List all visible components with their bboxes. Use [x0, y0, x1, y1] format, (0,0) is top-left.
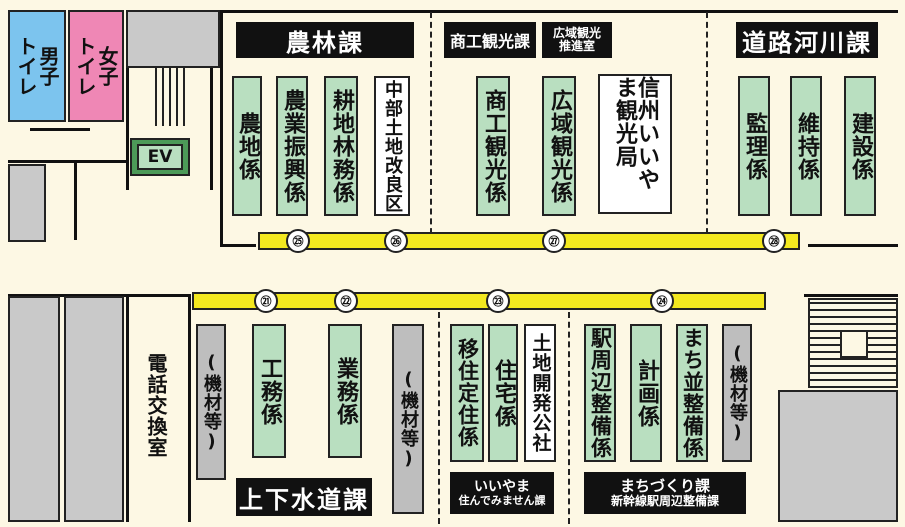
wall-segment	[220, 10, 223, 246]
section-desk: 広域観光係	[542, 76, 576, 216]
dept-doro: 道路河川課	[736, 22, 878, 58]
wall-segment	[30, 128, 90, 131]
wall-segment	[126, 68, 129, 190]
stairs-bottom	[808, 298, 898, 388]
wall-segment	[8, 294, 190, 297]
storage-room	[8, 296, 60, 522]
divider	[706, 12, 708, 244]
elevator-car: EV	[137, 144, 183, 170]
section-desk: 中部土地改良区	[374, 76, 410, 216]
section-desk: 計画係	[630, 324, 662, 462]
dept-kouiki: 広域観光 推進室	[542, 22, 612, 58]
section-desk: 業務係	[328, 324, 362, 458]
dept-iiyama: いいやま 住んでみません課	[450, 472, 554, 514]
section-desk: 駅周辺整備係	[584, 324, 616, 462]
womens-toilet: トイレ 女子	[68, 10, 124, 122]
dept-iiyama-line1: いいやま	[474, 478, 530, 495]
dept-noorin: 農林課	[236, 22, 414, 58]
counter-number: ㉔	[650, 289, 674, 313]
wall-segment	[220, 244, 256, 247]
dept-kouiki-line1: 広域観光	[552, 26, 601, 41]
section-desk: 建設係	[844, 76, 876, 216]
divider	[568, 312, 570, 524]
section-desk: 移住定住係	[450, 324, 484, 462]
wall-segment	[804, 294, 898, 297]
counter-bar-top	[258, 232, 800, 250]
shaft-top	[126, 10, 220, 68]
wall-segment	[8, 160, 126, 163]
counter-number: ㉑	[254, 289, 278, 313]
counter-number: ㉓	[486, 289, 510, 313]
womens-toilet-label-2: トイレ	[73, 36, 97, 96]
section-desk: 監理係	[738, 76, 770, 216]
storage-room	[64, 296, 124, 522]
mens-toilet: トイレ 男子	[8, 10, 66, 122]
wall-segment	[126, 294, 129, 522]
shaft-bottom	[778, 390, 898, 522]
counter-number: ㉗	[542, 229, 566, 253]
stair-landing	[840, 330, 868, 358]
section-desk: まち並整備係	[676, 324, 708, 462]
equipment-area: (機材等)	[392, 324, 424, 514]
dept-machizukuri-line1: まちづくり課	[619, 476, 710, 495]
section-desk: 信州いいやま観光局	[598, 74, 672, 214]
equipment-area: (機材等)	[722, 324, 752, 462]
section-desk: 農地係	[232, 76, 262, 216]
dept-kouiki-line2: 推進室	[558, 39, 595, 53]
mens-toilet-label-1: 男子	[36, 46, 60, 86]
wall-segment	[808, 244, 898, 247]
section-desk: 商工観光係	[476, 76, 510, 216]
mens-toilet-label-2: トイレ	[14, 36, 38, 96]
wall-segment	[74, 160, 77, 240]
wall-segment	[210, 68, 213, 190]
dept-machizukuri: まちづくり課 新幹線駅周辺整備課	[584, 472, 746, 514]
divider	[438, 312, 440, 524]
counter-number: ㉖	[384, 229, 408, 253]
stairs-top	[150, 68, 190, 126]
wall-segment	[220, 10, 898, 13]
equipment-area: (機材等)	[196, 324, 226, 480]
section-desk: 工務係	[252, 324, 286, 458]
dept-iiyama-line2: 住んでみません課	[458, 493, 546, 507]
section-desk: 維持係	[790, 76, 822, 216]
telephone-exchange: 電話交換室	[144, 352, 168, 458]
section-desk: 耕地林務係	[324, 76, 358, 216]
utility-room	[8, 164, 46, 242]
dept-jogesui: 上下水道課	[236, 478, 372, 516]
womens-toilet-label-1: 女子	[95, 46, 119, 86]
elevator: EV	[130, 138, 190, 176]
dept-machizukuri-line2: 新幹線駅周辺整備課	[610, 493, 719, 508]
divider	[430, 12, 432, 244]
counter-number: ㉒	[334, 289, 358, 313]
counter-number: ㉘	[762, 229, 786, 253]
section-desk: 土地開発公社	[524, 324, 556, 462]
counter-number: ㉕	[286, 229, 310, 253]
wall-segment	[188, 294, 191, 522]
section-desk: 住宅係	[488, 324, 518, 462]
section-desk: 農業振興係	[276, 76, 308, 216]
counter-bar-bottom	[192, 292, 766, 310]
dept-shoko: 商工観光課	[444, 22, 536, 58]
